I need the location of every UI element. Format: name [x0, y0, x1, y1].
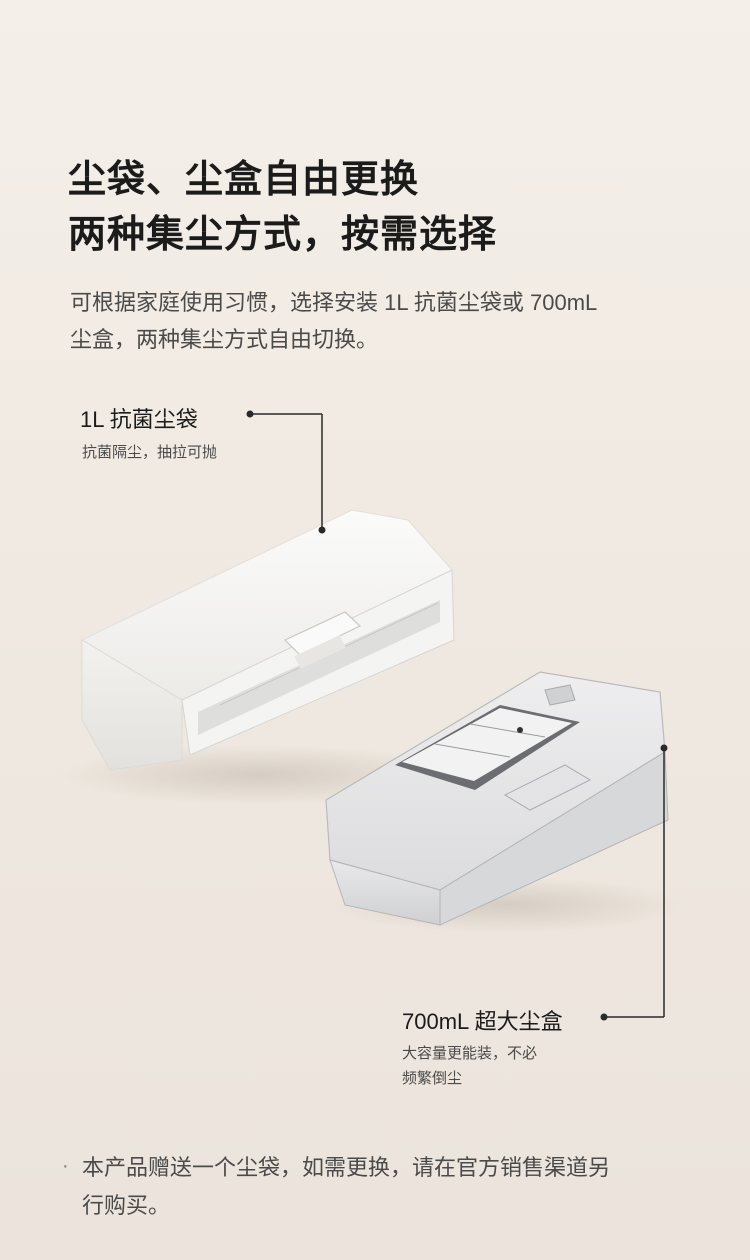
footnote-line2: 行购买。 — [82, 1193, 171, 1218]
footnote-line1: 本产品赠送一个尘袋，如需更换，请在官方销售渠道另 — [82, 1155, 611, 1180]
footnote-bullet: · — [62, 1155, 69, 1177]
dust-box-subtitle-line1: 大容量更能装，不必 — [402, 1045, 538, 1062]
dust-box-title: 700mL 超大尘盒 — [402, 1009, 563, 1034]
page-title-line2: 两种集尘方式，按需选择 — [68, 214, 498, 256]
intro-text-line2: 尘盒，两种集尘方式自由切换。 — [70, 327, 379, 352]
page-title-line1: 尘袋、尘盒自由更换 — [68, 159, 420, 201]
dust-box-image — [325, 671, 685, 933]
dust-bag-title: 1L 抗菌尘袋 — [80, 407, 198, 432]
dust-bag-callout-dot — [246, 410, 254, 418]
dust-box-subtitle-line2: 频繁倒尘 — [402, 1070, 463, 1087]
dust-box-callout-dot — [600, 1013, 608, 1021]
dust-bag-subtitle: 抗菌隔尘，抽拉可抛 — [82, 444, 218, 461]
intro-text-line1: 可根据家庭使用习惯，选择安装 1L 抗菌尘袋或 700mL — [70, 290, 598, 315]
